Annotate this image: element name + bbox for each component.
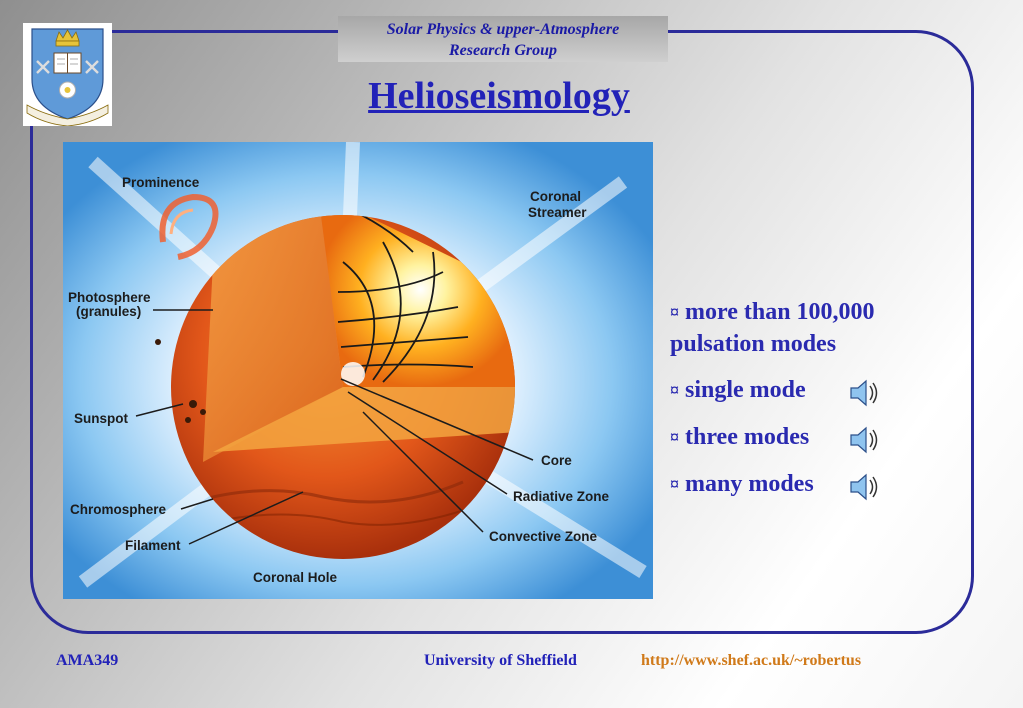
label-convective-zone: Convective Zone <box>489 529 598 544</box>
bullet-symbol: ¤ <box>670 427 679 447</box>
label-coronal-streamer-line1: Coronal <box>530 189 581 204</box>
label-radiative-zone: Radiative Zone <box>513 489 610 504</box>
footer-url-link[interactable]: http://www.shef.ac.uk/~robertus <box>641 652 862 669</box>
bullet-symbol: ¤ <box>670 474 679 494</box>
sun-interior-illustration: Prominence Coronal Streamer Photosphere … <box>63 142 653 599</box>
label-coronal-hole: Coronal Hole <box>253 570 337 585</box>
label-filament: Filament <box>125 538 181 553</box>
research-group-banner: Solar Physics & upper-Atmosphere Researc… <box>338 16 668 62</box>
bullet-symbol: ¤ <box>670 380 679 400</box>
label-core: Core <box>541 453 572 468</box>
label-coronal-streamer-line2: Streamer <box>528 205 587 220</box>
bullet-item-single-mode: ¤ single mode <box>670 374 970 406</box>
bullet-text: many modes <box>685 471 814 497</box>
bullet-symbol: ¤ <box>670 302 679 322</box>
bullet-text: more than 100,000 <box>685 299 875 325</box>
bullet-text: single mode <box>685 377 806 403</box>
bullet-item-pulsation: ¤ more than 100,000 pulsation modes <box>670 296 970 360</box>
label-chromosphere: Chromosphere <box>70 502 167 517</box>
speaker-sound-icon[interactable] <box>848 424 882 456</box>
footer-course-code: AMA349 <box>56 652 119 669</box>
label-prominence: Prominence <box>122 175 200 190</box>
bullet-text: three modes <box>685 424 810 450</box>
label-sunspot: Sunspot <box>74 411 128 426</box>
label-photosphere-line1: Photosphere <box>68 290 151 305</box>
banner-line-1: Solar Physics & upper-Atmosphere <box>386 21 620 38</box>
speaker-sound-icon[interactable] <box>848 377 882 409</box>
footer-university: University of Sheffield <box>424 652 577 669</box>
bullet-item-three-modes: ¤ three modes <box>670 421 970 453</box>
label-photosphere-line2: (granules) <box>76 304 141 319</box>
page-title: Helioseismology <box>368 75 630 117</box>
university-crest-icon <box>23 23 112 127</box>
speaker-sound-icon[interactable] <box>848 471 882 503</box>
bullet-item-many-modes: ¤ many modes <box>670 468 970 500</box>
bullet-list: ¤ more than 100,000 pulsation modes ¤ si… <box>670 296 970 500</box>
bullet-text-continued: pulsation modes <box>670 331 837 357</box>
banner-line-2: Research Group <box>448 42 557 59</box>
